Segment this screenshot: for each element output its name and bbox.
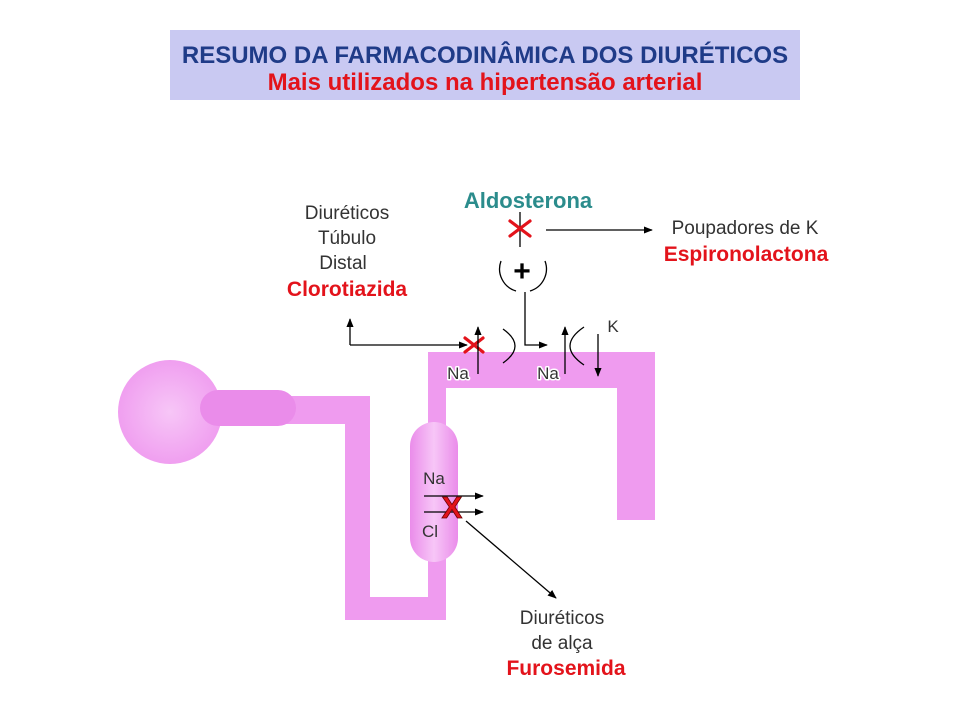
title-box: RESUMO DA FARMACODINÂMICA DOS DIURÉTICOS… [170,30,800,100]
aldosterone-receptor: + [498,255,548,292]
na-ion-label-loop: Na [423,469,445,488]
spironolactone-drug-label: Espironolactona [664,243,829,266]
na-ion-label-distal-1: Na [447,364,469,383]
loop-label-line-1: Diuréticos [520,608,604,629]
receptor-plus-sign: + [513,255,531,288]
title-subtitle: Mais utilizados na hipertensão arterial [268,69,703,96]
distal-label-line-1: Diuréticos [305,203,389,224]
thiazide-drug-label: Clorotiazida [287,278,407,301]
red-x-icon [463,336,485,354]
receptor-cup-right [529,260,548,292]
k-sparing-label: Poupadores de K [672,218,819,239]
distal-label-line-3: Distal [319,253,367,274]
proximal-tubule [285,396,370,424]
furosemide-arrow [465,520,557,599]
aldosterone-group: Aldosterona Poupadores de K Espironolact… [464,188,829,349]
receptor-cup-left [498,260,517,292]
glomerulus [118,360,222,464]
distal-label-line-2: Túbulo [318,228,376,249]
loop-block-x: X [442,490,463,525]
distal-tubule [428,352,655,388]
thiazide-label-group: Diuréticos Túbulo Distal Clorotiazida [287,203,407,301]
loop-bottom [345,597,446,620]
red-x-icon [508,219,532,238]
nacl-cotransporter-icon [502,328,516,364]
receptor-to-channel-arrow [524,292,548,349]
furosemide-drug-label: Furosemida [506,657,625,680]
nephron [118,352,655,620]
loop-label-line-2: de alça [531,633,593,654]
k-ion-label: K [607,317,619,336]
distal-transport-sites: K Na Na [346,317,619,385]
glomerulus-neck [200,390,296,426]
cl-ion-label-loop: Cl [422,522,438,541]
na-k-exchanger-icon [569,326,585,366]
na-ion-label-distal-2: Na [537,364,559,383]
loop-transport-site: Na Cl X Diuréticos de alça Furosemida [422,469,626,680]
title-main: RESUMO DA FARMACODINÂMICA DOS DIURÉTICOS [182,41,788,69]
thick-ascending-segment [410,422,458,562]
aldosterone-label: Aldosterona [464,188,593,213]
title-background [170,30,800,100]
descending-limb [345,396,370,620]
